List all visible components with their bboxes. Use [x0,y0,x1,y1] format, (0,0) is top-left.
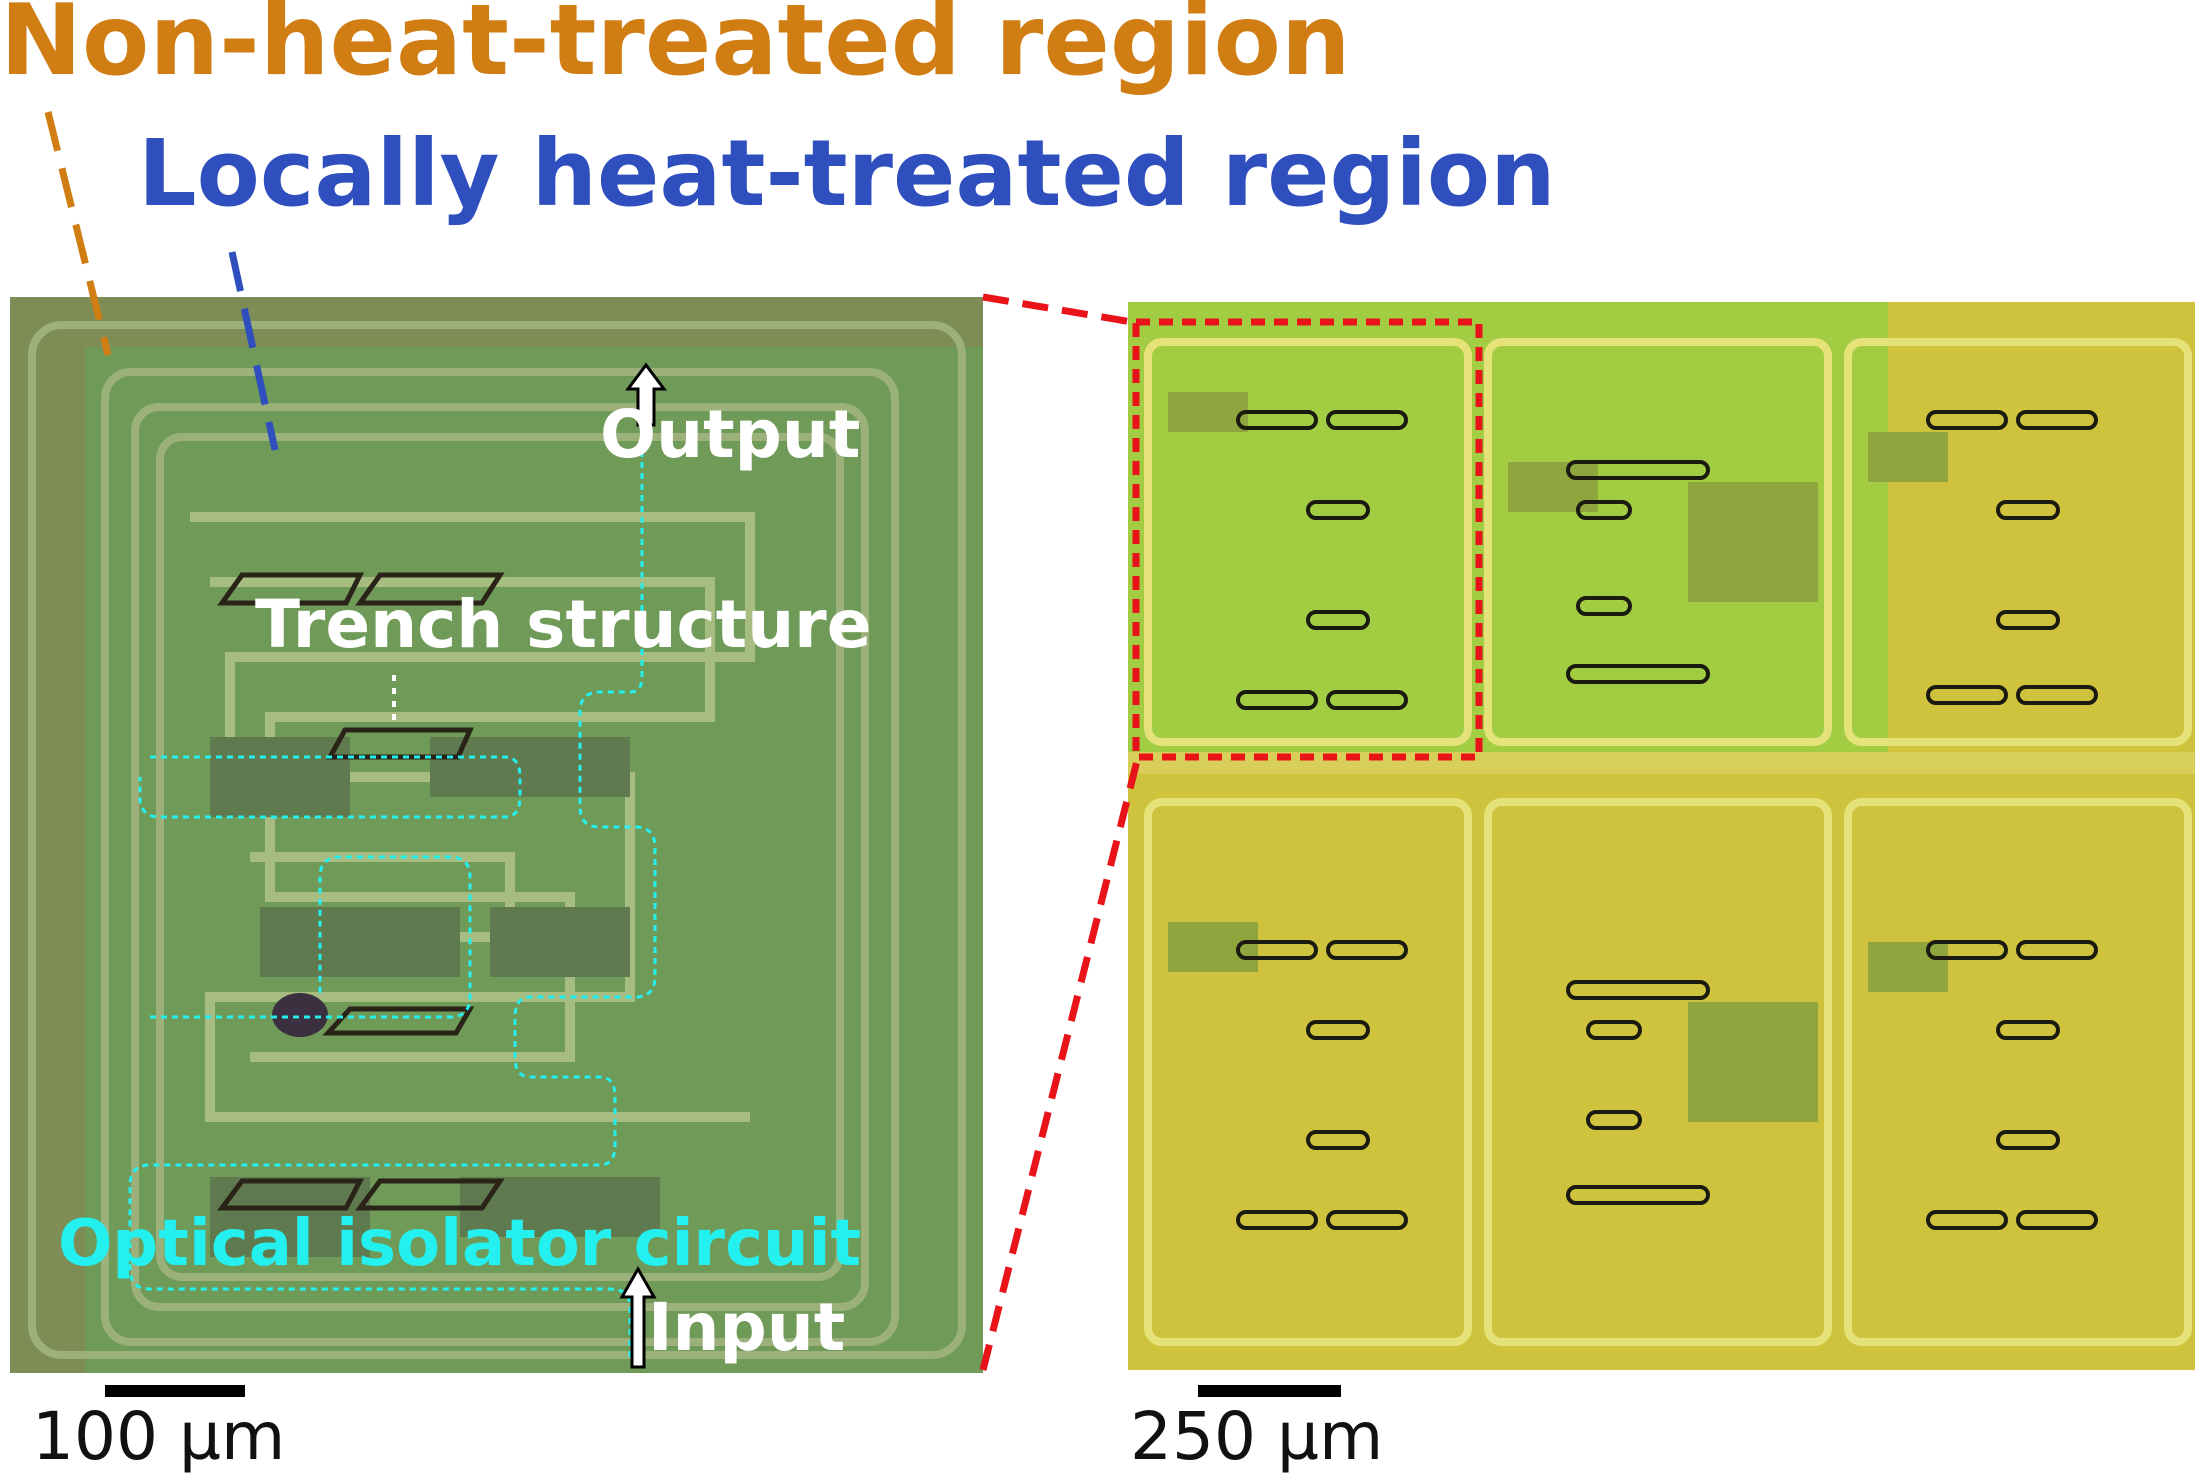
zoom-box [1132,318,1483,761]
locally-heat-treated-label: Locally heat-treated region [138,120,1556,227]
arrow-up-icon [625,362,667,427]
scale-bar-left [105,1385,245,1397]
zoom-connector-top [982,293,1139,327]
scale-label-right: 250 µm [1130,1398,1384,1475]
zoom-connector-bottom [979,756,1142,1371]
trench-structure-label: Trench structure [255,586,872,663]
right-micrograph-drawing [1128,302,2195,1370]
left-micrograph-drawing [10,297,983,1373]
left-micrograph: Output Trench structure Optical isolator… [10,297,983,1373]
scale-label-left: 100 µm [32,1398,286,1475]
non-heat-treated-label: Non-heat-treated region [0,0,1351,98]
defect-spot [272,993,328,1037]
isolator-circuit-path [128,437,657,1357]
scale-bar-right [1198,1385,1341,1397]
optical-isolator-circuit-label: Optical isolator circuit [58,1207,862,1281]
right-micrograph [1128,302,2195,1370]
arrow-up-icon [619,1265,657,1369]
input-label: Input [648,1289,846,1366]
output-label: Output [600,396,861,473]
